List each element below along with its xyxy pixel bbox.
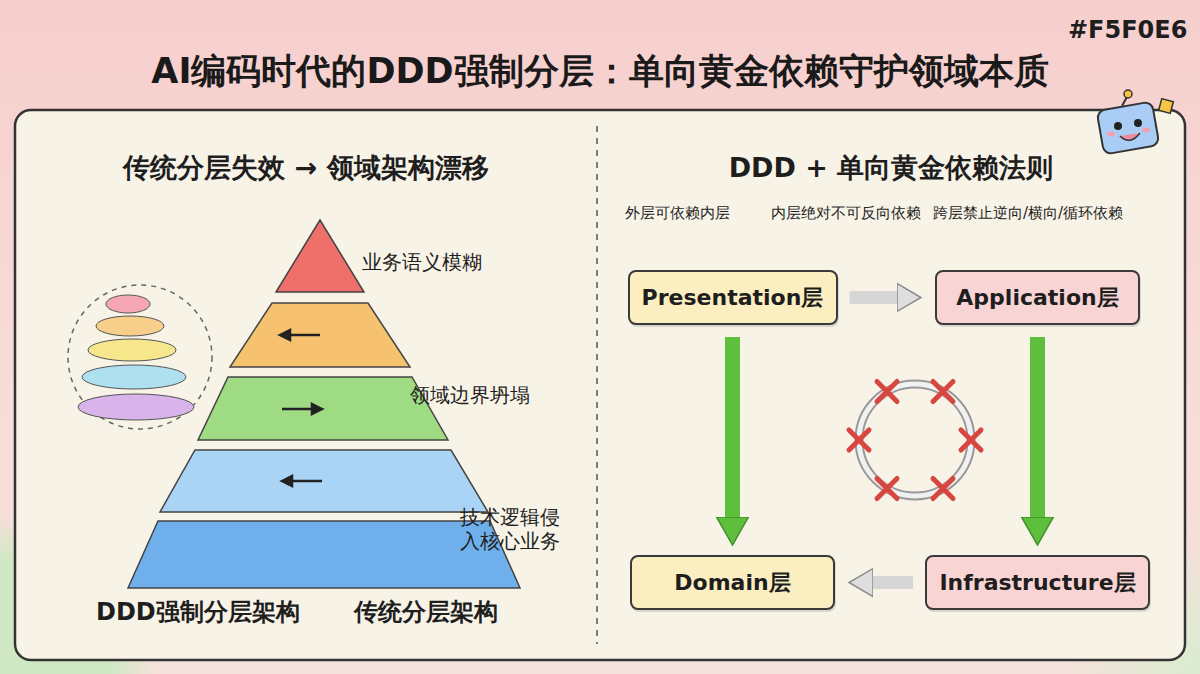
layer-arrows [280, 330, 322, 486]
panel-divider [596, 126, 598, 644]
panel-frame [15, 110, 1185, 660]
layer-name: Domain层 [674, 568, 790, 598]
dashed-circle [68, 285, 212, 429]
panel-heading: DDD + 单向黄金依赖法则 [597, 150, 1185, 186]
flow-arrow [850, 291, 898, 304]
pyramid-label: 技术逻辑侵入核心业务 [460, 505, 570, 553]
stacked-blobs [78, 295, 194, 420]
axis-label: 传统分层架构 [354, 598, 498, 627]
axis-label: DDD强制分层架构 [96, 598, 300, 627]
layer-box: Infrastructure层 [925, 555, 1150, 610]
dependency-arrow [1030, 337, 1045, 517]
panel-heading: 传统分层失效 → 领域架构漂移 [15, 150, 597, 186]
layer-box: Application层 [935, 270, 1140, 325]
pyramid-label: 领域边界坍塌 [410, 383, 530, 407]
layer-box: Presentation层 [628, 270, 838, 325]
rule-text: 内层绝对不可反向依赖 [771, 204, 921, 223]
rule-text: 外层可依赖内层 [625, 204, 730, 223]
page-title: AI编码时代的DDD强制分层：单向黄金依赖守护领域本质 [0, 48, 1200, 95]
dependency-arrow [725, 337, 740, 517]
rule-text: 跨层禁止逆向/横向/循环依赖 [933, 204, 1123, 223]
color-code: #F5F0E6 [1068, 16, 1187, 45]
pyramid-label: 业务语义模糊 [362, 250, 482, 274]
layer-name: Infrastructure层 [939, 568, 1135, 598]
robot-icon [1097, 90, 1174, 155]
layer-name: Presentation层 [642, 283, 824, 313]
right-panel: DDD + 单向黄金依赖法则外层可依赖内层 内层绝对不可反向依赖跨层禁止逆向/横向… [597, 110, 1185, 660]
red-crosses [849, 382, 981, 499]
flow-arrow [873, 576, 913, 589]
layer-box: Domain层 [630, 555, 835, 610]
layer-name: Application层 [956, 283, 1118, 313]
